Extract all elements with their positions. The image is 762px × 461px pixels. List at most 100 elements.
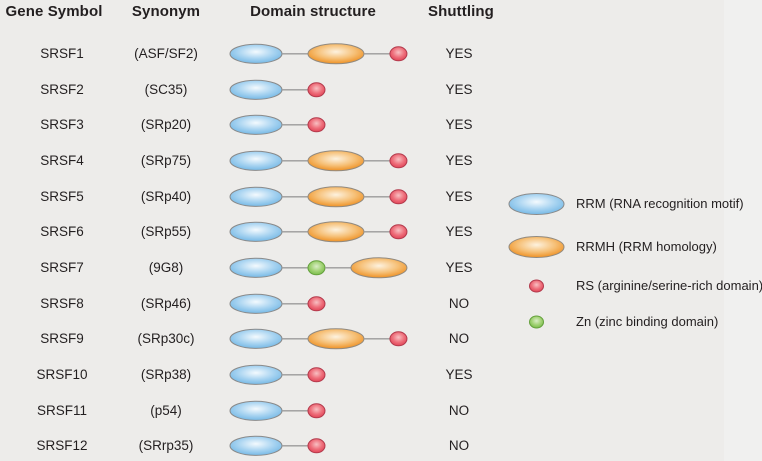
- rrm-domain-ellipse: [229, 257, 283, 278]
- zn-legend-swatch: [529, 315, 544, 329]
- rs-legend-swatch: [529, 279, 544, 293]
- synonym-label: (SRp20): [140, 117, 192, 133]
- domain-structure-diagram: [229, 293, 326, 314]
- synonym-label: (SRp75): [140, 152, 192, 168]
- rs-domain-ellipse: [307, 438, 326, 454]
- gene-symbol-label: SRSF1: [40, 46, 84, 61]
- legend-label: RS (arginine/serine-rich domain): [576, 278, 762, 293]
- rs-domain-ellipse: [389, 331, 408, 347]
- domain-structure-diagram: [229, 400, 326, 421]
- rrm-legend-swatch: [508, 193, 565, 215]
- table-row: SRSF6 (SRp55) YES: [0, 214, 520, 250]
- zn-legend-ellipse: [529, 315, 544, 329]
- shuttling-value: YES: [445, 81, 473, 97]
- domain-structure-diagram: [229, 435, 326, 457]
- table-row: SRSF3 (SRp20) YES: [0, 107, 520, 143]
- gene-symbol-label: SRSF10: [36, 366, 88, 382]
- rrm-domain-ellipse: [229, 400, 283, 421]
- shuttling-value: NO: [448, 295, 470, 311]
- domain-structure-diagram: [229, 328, 408, 350]
- gene-symbol-label: SRSF3: [40, 117, 84, 133]
- legend-item-rrmh: RRMH (RRM homology): [500, 234, 717, 260]
- rrmh-domain-ellipse: [307, 185, 365, 207]
- shuttling-value: YES: [445, 259, 473, 275]
- domain-structure-diagram: [229, 185, 408, 207]
- zn-domain-ellipse: [307, 260, 326, 276]
- table-row: SRSF9 (SRp30c) NO: [0, 321, 520, 357]
- table-row: SRSF12 (SRrp35) NO: [0, 428, 520, 461]
- shuttling-value: YES: [445, 117, 473, 133]
- gene-symbol-label: SRSF7: [40, 259, 84, 275]
- rrm-domain-ellipse: [229, 293, 283, 314]
- synonym-label: (SRp40): [140, 188, 192, 204]
- rrm-domain-ellipse: [229, 115, 283, 136]
- domain-structure-diagram: [229, 79, 326, 100]
- gene-symbol-label: SRSF9: [40, 331, 84, 347]
- gene-symbol-label: SRSF8: [40, 295, 84, 311]
- rs-domain-ellipse: [389, 153, 408, 169]
- rrmh-domain-ellipse: [307, 221, 365, 243]
- legend-label: RRMH (RRM homology): [576, 239, 717, 254]
- shuttling-value: YES: [445, 366, 473, 382]
- gene-symbol-label: SRSF4: [40, 152, 84, 168]
- legend-item-zn: Zn (zinc binding domain): [500, 309, 718, 335]
- table-row: SRSF11 (p54) NO: [0, 393, 520, 429]
- rrmh-domain-ellipse: [307, 43, 365, 65]
- rrmh-domain-ellipse: [307, 150, 365, 172]
- rrm-domain-ellipse: [229, 186, 283, 207]
- rrmh-domain-ellipse: [307, 328, 365, 350]
- gene-symbol-label: SRSF2: [40, 81, 84, 97]
- domain-structure-diagram: [229, 150, 408, 172]
- table-row: SRSF1 (ASF/SF2) YES: [0, 36, 520, 72]
- table-row: SRSF10 (SRp38) YES: [0, 357, 520, 393]
- synonym-label: (SRp46): [140, 295, 192, 311]
- gene-symbol-label: SRSF5: [40, 188, 84, 204]
- domain-structure-diagram: [229, 43, 408, 65]
- shuttling-value: YES: [445, 224, 473, 240]
- synonym-label: (ASF/SF2): [134, 46, 198, 61]
- synonym-label: (p54): [150, 402, 182, 418]
- rs-domain-ellipse: [389, 224, 408, 240]
- rs-domain-ellipse: [307, 367, 326, 383]
- domain-structure-diagram: [229, 221, 408, 243]
- legend-item-rrm: RRM (RNA recognition motif): [500, 191, 744, 217]
- rs-domain-ellipse: [389, 46, 408, 62]
- rs-domain-ellipse: [307, 402, 326, 418]
- table-row: SRSF4 (SRp75) YES: [0, 143, 520, 179]
- legend-label: Zn (zinc binding domain): [576, 314, 719, 329]
- table-row: SRSF2 (SC35) YES: [0, 72, 520, 108]
- rrmh-legend-ellipse: [508, 236, 565, 258]
- shuttling-value: YES: [445, 46, 473, 61]
- shuttling-value: NO: [448, 331, 470, 347]
- rrm-legend-ellipse: [508, 193, 565, 215]
- domain-structure-diagram: [229, 257, 408, 279]
- table-row: SRSF7 (9G8) YES: [0, 250, 520, 286]
- shuttling-value: YES: [445, 152, 473, 168]
- rs-legend-ellipse: [529, 279, 544, 293]
- legend-item-rs: RS (arginine/serine-rich domain): [500, 273, 762, 299]
- rs-domain-ellipse: [389, 188, 408, 204]
- gene-symbol-label: SRSF12: [36, 438, 88, 454]
- rs-domain-ellipse: [307, 117, 326, 133]
- synonym-label: (SRrp35): [138, 438, 194, 454]
- synonym-label: (SRp30c): [137, 331, 195, 347]
- rs-domain-ellipse: [307, 295, 326, 311]
- domain-structure-diagram: [229, 115, 326, 136]
- synonym-label: (SC35): [144, 81, 188, 97]
- shuttling-value: NO: [448, 402, 470, 418]
- rrmh-domain-ellipse: [350, 257, 408, 279]
- gene-symbol-column-header: Gene Symbol: [5, 3, 103, 20]
- rrm-domain-ellipse: [229, 364, 283, 385]
- gene-symbol-label: SRSF11: [36, 402, 88, 418]
- synonym-label: (SRp55): [140, 224, 192, 240]
- rs-domain-ellipse: [307, 81, 326, 97]
- gene-symbol-label: SRSF6: [40, 224, 84, 240]
- rrm-domain-ellipse: [229, 150, 283, 171]
- shuttling-value: YES: [445, 188, 473, 204]
- domain-structure-column-header: Domain structure: [250, 3, 376, 20]
- shuttling-value: NO: [448, 438, 470, 454]
- rrm-domain-ellipse: [229, 43, 283, 64]
- table-row: SRSF5 (SRp40) YES: [0, 179, 520, 215]
- synonym-label: (SRp38): [140, 366, 192, 382]
